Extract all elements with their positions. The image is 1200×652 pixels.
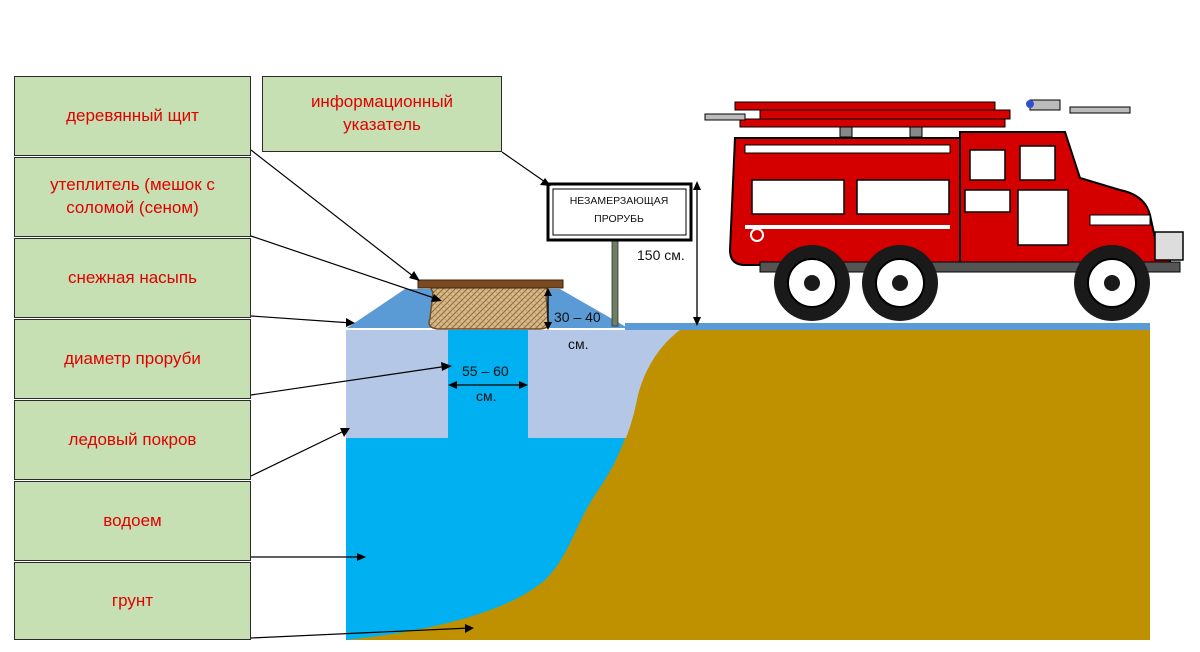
sign-text-line2: ПРОРУБЬ <box>594 213 644 225</box>
sign-text-line1: НЕЗАМЕРЗАЮЩАЯ <box>570 195 669 207</box>
hole-width-value: 55 – 60 <box>462 363 509 379</box>
sign-post-icon <box>546 182 693 327</box>
label-ice-cover-text: ледовый покров <box>68 429 197 449</box>
cover-height-value: 30 – 40 <box>554 309 601 325</box>
fire-truck-icon <box>704 99 1184 321</box>
surface-line <box>625 323 1150 330</box>
label-hole-diameter-text: диаметр проруби <box>64 348 201 368</box>
label-water-body: водоем <box>14 481 251 561</box>
sign-height-arrow <box>693 181 701 326</box>
label-insulation-text: утеплитель (мешок с соломой (сеном) <box>50 175 215 217</box>
label-ground: грунт <box>14 562 251 640</box>
hole-width-unit: см. <box>476 388 497 404</box>
cover-height-arrow <box>544 288 552 330</box>
label-info-sign-text: информационный указатель <box>310 92 454 134</box>
cover-height-unit: см. <box>568 336 589 352</box>
label-wood-shield-text: деревянный щит <box>66 105 199 125</box>
wood-plank-icon <box>417 279 564 289</box>
sign-height-label: 150 см. <box>637 247 685 263</box>
hole-width-arrow <box>448 381 528 389</box>
label-wood-shield: деревянный щит <box>14 76 251 156</box>
label-snow-bank: снежная насыпь <box>14 238 251 318</box>
label-insulation: утеплитель (мешок с соломой (сеном) <box>14 157 251 237</box>
label-hole-diameter: диаметр проруби <box>14 319 251 399</box>
label-info-sign: информационный указатель <box>262 76 502 152</box>
straw-bag-icon <box>428 282 550 330</box>
label-ice-cover: ледовый покров <box>14 400 251 480</box>
ground-shore <box>346 330 1150 640</box>
label-snow-bank-text: снежная насыпь <box>68 267 197 287</box>
pointer-lines <box>250 149 549 639</box>
ice-cover <box>346 330 448 438</box>
label-water-body-text: водоем <box>103 510 162 530</box>
label-ground-text: грунт <box>111 590 154 610</box>
ice-cover-right <box>528 330 680 438</box>
pointer-heads <box>340 178 551 633</box>
